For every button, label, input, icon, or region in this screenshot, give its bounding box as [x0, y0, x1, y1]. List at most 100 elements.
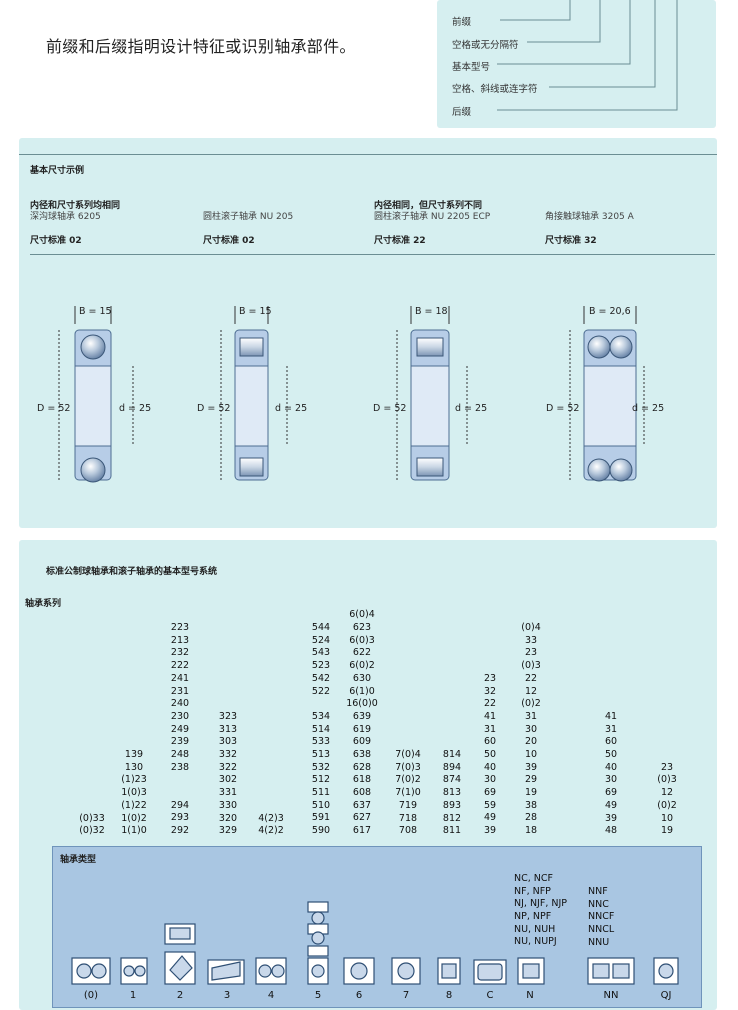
nn-type-3: NNCF	[588, 911, 615, 923]
series-value: 534	[311, 710, 331, 722]
series-value: 31	[604, 723, 618, 735]
series-value: (0)3	[521, 660, 541, 672]
series-value: 510	[311, 799, 331, 811]
series-value: 608	[352, 787, 372, 799]
legend-basic: 基本型号	[452, 62, 491, 73]
series-value: 31	[524, 710, 538, 722]
series-value: 609	[352, 736, 372, 748]
series-value: 6(0)3	[349, 634, 375, 646]
series-value	[305, 698, 337, 711]
series-value: 4(2)3	[258, 812, 284, 824]
type-0-icon	[71, 957, 111, 985]
bearing-name-3: 圆柱滚子轴承 NU 2205 ECP	[374, 212, 491, 222]
type-8-icon	[437, 957, 461, 985]
series-value: 48	[604, 825, 618, 837]
type-label: 轴承类型	[60, 855, 97, 865]
series-value: 708	[398, 825, 418, 837]
series-value: 130	[124, 761, 144, 773]
series-value: 41	[483, 710, 497, 722]
series-value: 39	[604, 812, 618, 824]
type-n-icon	[517, 957, 545, 985]
group2-title: 内径相同，但尺寸系列不同	[374, 201, 483, 211]
series-value: 40	[483, 761, 497, 773]
standard-1: 尺寸标准 02	[30, 236, 82, 246]
series-value: 60	[604, 736, 618, 748]
bearing-3-B: B = 18	[415, 306, 448, 317]
system-title: 标准公制球轴承和滚子轴承的基本型号系统	[46, 567, 218, 577]
series-value: 23	[660, 761, 674, 773]
series-value: 16(0)0	[346, 698, 378, 710]
series-value: 6(0)4	[349, 609, 375, 621]
standard-3: 尺寸标准 22	[374, 236, 426, 246]
series-value: 32	[483, 685, 497, 697]
series-value: 248	[170, 748, 190, 760]
bearing-4-drawing: B = 20,6 D = 52 d = 25	[546, 306, 664, 482]
series-value: 7(0)2	[395, 774, 421, 786]
series-value: 542	[311, 672, 331, 684]
series-value: 12	[524, 685, 538, 697]
series-value: 30	[604, 774, 618, 786]
series-value: 39	[483, 825, 497, 837]
series-value: 523	[311, 660, 331, 672]
type-1-icon	[120, 957, 148, 985]
type-code-6: 5	[314, 990, 322, 1001]
type-code-4: 3	[223, 990, 231, 1001]
series-value: 513	[311, 748, 331, 760]
series-value: 814	[442, 749, 462, 761]
bearing-4-B: B = 20,6	[589, 306, 631, 317]
series-value: 40	[604, 761, 618, 773]
type-qj-icon	[653, 957, 679, 985]
type-icons	[71, 901, 679, 985]
series-value: 329	[218, 825, 238, 837]
series-value: 19	[660, 825, 674, 837]
series-value: 524	[311, 634, 331, 646]
series-value: 313	[218, 723, 238, 735]
n-type-4: NP, NPF	[514, 911, 552, 923]
series-value: 60	[483, 736, 497, 748]
series-value: 69	[483, 787, 497, 799]
bearing-1-D: D = 52	[37, 403, 70, 414]
type-code-1: (0)	[83, 990, 99, 1001]
bearing-1-drawing: B = 15 D = 52 d = 25	[37, 306, 151, 483]
standard-4: 尺寸标准 32	[545, 236, 597, 246]
series-value: 6(1)0	[349, 685, 375, 697]
examples-title: 基本尺寸示例	[30, 166, 85, 176]
series-value: 7(0)4	[395, 749, 421, 761]
series-value: 618	[352, 774, 372, 786]
type-code-10: C	[486, 990, 494, 1001]
series-value: 1(0)3	[121, 787, 147, 799]
type-code-7: 6	[355, 990, 363, 1001]
series-value: 639	[352, 710, 372, 722]
series-value: 22	[524, 672, 538, 684]
type-code-13: QJ	[660, 990, 672, 1001]
series-value: 590	[311, 825, 331, 837]
series-value: 514	[311, 723, 331, 735]
series-value: 22	[483, 698, 497, 710]
series-value: 31	[483, 723, 497, 735]
bearing-2-drawing: B = 15 D = 52 d = 25	[197, 306, 307, 481]
series-value: 637	[352, 799, 372, 811]
series-value: 240	[170, 698, 190, 710]
series-value: 544	[311, 622, 331, 634]
type-code-12: NN	[603, 990, 619, 1001]
type-code-11: N	[526, 990, 534, 1001]
series-value: 49	[604, 799, 618, 811]
legend-space: 空格或无分隔符	[452, 40, 519, 51]
n-type-5: NU, NUH	[514, 923, 556, 935]
type-code-9: 8	[445, 990, 453, 1001]
series-column-1: (0)33(0)32	[76, 813, 108, 838]
series-value: 532	[311, 761, 331, 773]
series-value: 874	[442, 774, 462, 786]
series-value: 19	[524, 787, 538, 799]
type-7-icon	[391, 957, 421, 985]
series-value: 12	[660, 787, 674, 799]
n-type-2: NF, NFP	[514, 885, 551, 897]
series-value: 894	[442, 761, 462, 773]
series-value: 630	[352, 672, 372, 684]
legend-suffix: 后缀	[452, 107, 472, 118]
legend-separator: 空格、斜线或连字符	[452, 84, 538, 95]
